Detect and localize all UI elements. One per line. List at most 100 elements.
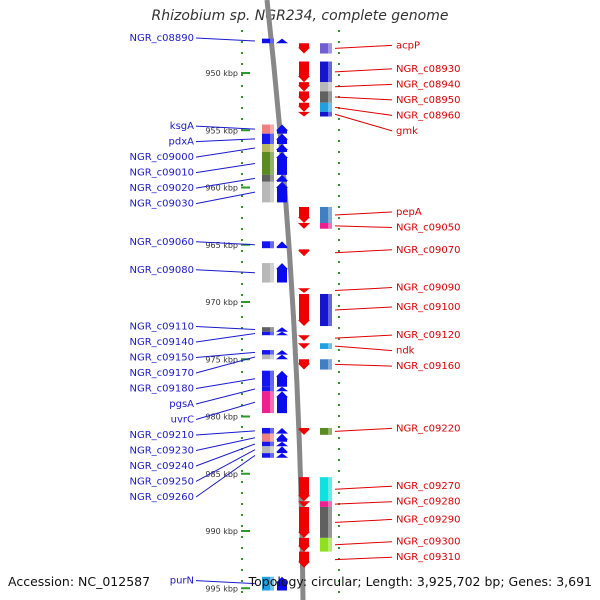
gene-label[interactable]: NGR_c08950 (396, 95, 461, 106)
gene-NGR_c09080[interactable] (262, 263, 288, 283)
gene-label[interactable]: NGR_c09220 (396, 423, 461, 434)
gene-NGR_c09260[interactable] (262, 453, 288, 458)
gene-label[interactable]: NGR_c09080 (130, 265, 195, 276)
gene-label[interactable]: purN (170, 576, 194, 587)
gene-NGR_c09240[interactable] (262, 441, 288, 447)
gene-label[interactable]: NGR_c09150 (130, 352, 195, 363)
label-leader (195, 138, 256, 143)
gene-label[interactable]: NGR_c09120 (396, 330, 461, 341)
gene-NGR_c09110[interactable] (262, 327, 288, 332)
gene-label[interactable]: NGR_c09290 (396, 514, 461, 525)
gene-uvrC[interactable] (262, 391, 288, 414)
gene-label[interactable]: pdxA (169, 137, 195, 148)
gene-NGR_c09100[interactable] (298, 293, 332, 327)
gene-acpP[interactable] (298, 43, 332, 54)
gene-NGR_c08930[interactable] (298, 61, 332, 83)
gene-label[interactable]: NGR_c09270 (396, 481, 461, 492)
gene-NGR_c09180[interactable] (262, 370, 288, 387)
gene-NGR_c08960[interactable] (298, 102, 332, 112)
cog-bar-shade (270, 453, 274, 458)
gene-label[interactable]: NGR_c09030 (130, 199, 195, 210)
cog-bar-shade (328, 427, 332, 435)
gene-label[interactable]: gmk (396, 126, 418, 137)
gene-label[interactable]: NGR_c09100 (396, 302, 461, 313)
cog-bar-shade (328, 82, 332, 92)
gene-label[interactable]: NGR_c09000 (130, 152, 195, 163)
gene-NGR_c09010[interactable] (262, 152, 288, 175)
gene-NGR_c09070[interactable] (298, 249, 310, 257)
gene-NGR_c09000[interactable] (262, 143, 288, 153)
gene-NGR_c09090[interactable] (298, 288, 310, 293)
gene-label[interactable]: NGR_c09050 (396, 222, 461, 233)
gene-NGR_c08940[interactable] (298, 82, 332, 92)
gene-label[interactable]: NGR_c09210 (130, 430, 195, 441)
cog-bar-shade (270, 446, 274, 454)
tick-label: 995 kbp (205, 584, 238, 593)
gene-label[interactable]: NGR_c09090 (396, 283, 461, 294)
gene-NGR_c09220[interactable] (298, 427, 332, 435)
gene-pdxA[interactable] (262, 133, 288, 144)
gene-ndk[interactable] (298, 343, 332, 349)
gene-label[interactable]: acpP (396, 40, 420, 51)
cog-bar-shade (328, 359, 332, 370)
gene-NGR_c08950[interactable] (298, 91, 332, 103)
gene-NGR_c09150[interactable] (262, 350, 288, 355)
cog-bar-shade (328, 206, 332, 223)
gene-label[interactable]: NGR_c08960 (396, 110, 461, 121)
gene-label[interactable]: NGR_c09140 (130, 337, 195, 348)
cog-bar-shade (328, 61, 332, 83)
gene-label[interactable]: NGR_c09110 (130, 321, 195, 332)
gene-NGR_c09120[interactable] (298, 335, 310, 341)
gene-label[interactable]: ksgA (170, 121, 194, 132)
gene-NGR_c09210[interactable] (262, 427, 288, 434)
gene-label[interactable]: NGR_c09010 (130, 168, 195, 179)
gene-gmk[interactable] (298, 111, 332, 117)
gene-purN[interactable] (262, 576, 288, 591)
gene-pgsA[interactable] (262, 386, 288, 392)
gene-NGR_c09290[interactable] (298, 506, 332, 538)
gene-NGR_c09250[interactable] (262, 446, 288, 454)
strand-arrow (298, 206, 310, 223)
label-leader (195, 455, 256, 498)
gene-NGR_c09310[interactable] (298, 551, 310, 568)
gene-label[interactable]: NGR_c09240 (130, 461, 195, 472)
gene-label[interactable]: ndk (396, 346, 415, 357)
gene-label[interactable]: pepA (396, 207, 422, 218)
gene-NGR_c09270[interactable] (298, 477, 332, 502)
gene-NGR_c09280[interactable] (298, 501, 332, 507)
gene-label[interactable]: NGR_c08940 (396, 79, 461, 90)
tick-label: 975 kbp (205, 355, 238, 364)
gene-NGR_c08890[interactable] (262, 38, 288, 44)
gene-ksgA[interactable] (262, 124, 288, 134)
gene-label[interactable]: NGR_c09250 (130, 476, 195, 487)
gene-label[interactable]: NGR_c09070 (396, 245, 461, 256)
cog-bar (320, 501, 332, 507)
gene-NGR_c09140[interactable] (262, 331, 288, 336)
gene-NGR_c09230[interactable] (262, 433, 288, 442)
gene-pepA[interactable] (298, 206, 332, 223)
cog-bar (262, 453, 274, 458)
gene-label[interactable]: NGR_c09180 (130, 383, 195, 394)
gene-label[interactable]: NGR_c08930 (396, 64, 461, 75)
cog-bar (320, 537, 332, 552)
gene-NGR_c09160[interactable] (298, 359, 332, 370)
gene-NGR_c09020[interactable] (262, 174, 288, 182)
gene-label[interactable]: NGR_c09170 (130, 368, 195, 379)
gene-label[interactable]: NGR_c09020 (130, 183, 195, 194)
gene-label[interactable]: NGR_c09310 (396, 552, 461, 563)
gene-label[interactable]: uvrC (171, 414, 194, 425)
gene-label[interactable]: NGR_c09280 (396, 497, 461, 508)
gene-label[interactable]: pgsA (169, 399, 194, 410)
gene-NGR_c09170[interactable] (262, 354, 288, 360)
gene-NGR_c09050[interactable] (298, 222, 332, 229)
gene-label[interactable]: NGR_c09300 (396, 537, 461, 548)
gene-NGR_c09300[interactable] (298, 537, 332, 552)
label-leader (195, 351, 256, 358)
gene-label[interactable]: NGR_c08890 (130, 33, 195, 44)
gene-label[interactable]: NGR_c09060 (130, 237, 195, 248)
gene-label[interactable]: NGR_c09160 (396, 361, 461, 372)
gene-label[interactable]: NGR_c09230 (130, 445, 195, 456)
gene-NGR_c09060[interactable] (262, 241, 288, 249)
gene-label[interactable]: NGR_c09260 (130, 492, 195, 503)
gene-NGR_c09030[interactable] (262, 181, 288, 203)
